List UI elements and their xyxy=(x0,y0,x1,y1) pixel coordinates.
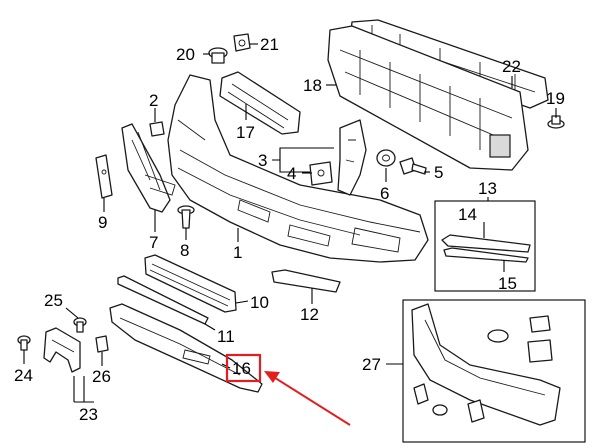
part-18-energy-absorber xyxy=(327,25,529,171)
part-7-side-bracket xyxy=(121,123,176,213)
callout-15: 15 xyxy=(498,274,517,293)
part-25-screw xyxy=(73,317,87,333)
callout-17: 17 xyxy=(236,123,255,142)
part-16-skid-plate xyxy=(109,303,263,393)
callout-6: 6 xyxy=(380,184,389,203)
callout-25: 25 xyxy=(44,291,63,310)
callout-7: 7 xyxy=(149,233,158,252)
callout-10: 10 xyxy=(250,293,269,312)
part-9-mounting-plate xyxy=(95,154,113,199)
part-14-trim-upper xyxy=(441,234,531,253)
part-24-bolt xyxy=(17,335,31,351)
callout-12: 12 xyxy=(300,305,319,324)
highlight-arrow-head xyxy=(264,371,280,383)
callout-23: 23 xyxy=(79,405,98,424)
part-27-bolt xyxy=(413,383,429,405)
part-12-side-trim xyxy=(271,269,341,293)
part-26-clip xyxy=(95,335,109,353)
callout-5: 5 xyxy=(434,163,443,182)
part-27-clip-b xyxy=(527,339,553,363)
callout-26: 26 xyxy=(92,367,111,386)
callout-18: 18 xyxy=(303,76,322,95)
part-20-bolt xyxy=(208,47,228,64)
callout-3: 3 xyxy=(258,151,267,170)
part-21-clip-nut xyxy=(233,33,251,52)
part-8-push-pin xyxy=(177,205,195,229)
part-19-push-clip xyxy=(547,115,565,129)
callout-11: 11 xyxy=(217,327,235,346)
callout-8: 8 xyxy=(180,241,189,260)
part-2-clip xyxy=(149,121,165,137)
inset-13-box xyxy=(434,200,536,292)
part-17-plate-bracket xyxy=(219,71,301,135)
part-4-retainer xyxy=(309,161,333,186)
callout-14: 14 xyxy=(458,205,477,224)
part-27-skid-kit xyxy=(411,303,561,426)
callout-2: 2 xyxy=(149,91,158,110)
part-6-washer xyxy=(376,149,396,167)
part-27-bushing xyxy=(487,329,509,343)
part-27-clip-a xyxy=(529,315,551,333)
inset-27-box xyxy=(402,299,586,443)
part-10-lower-grille xyxy=(144,254,237,313)
part-27-screw xyxy=(432,404,448,416)
part-15-trim-lower xyxy=(443,247,529,263)
leader-lines xyxy=(23,43,557,403)
callout-1: 1 xyxy=(233,243,242,262)
callout-16: 16 xyxy=(232,359,251,378)
highlight-marker xyxy=(225,353,351,426)
part-5-bolt xyxy=(399,157,427,175)
callout-9: 9 xyxy=(98,213,107,232)
part-27-nut xyxy=(467,399,485,423)
callout-labels: 1 2 3 4 5 6 7 8 9 10 11 12 13 14 15 16 1… xyxy=(14,35,565,424)
part-3-bracket xyxy=(337,119,367,196)
part-23-bracket-assembly xyxy=(43,327,81,373)
callout-24: 24 xyxy=(14,366,33,385)
callout-13: 13 xyxy=(478,179,497,198)
callout-27: 27 xyxy=(362,355,381,374)
callout-19: 19 xyxy=(546,89,565,108)
callout-20: 20 xyxy=(176,45,195,64)
callout-21: 21 xyxy=(260,35,279,54)
callout-4: 4 xyxy=(287,164,296,183)
part-1-bumper-cover xyxy=(167,74,429,263)
highlight-box-part-16 xyxy=(225,353,262,383)
callout-22: 22 xyxy=(502,57,521,76)
part-11-lower-trim xyxy=(117,275,209,325)
highlight-arrow xyxy=(271,375,351,426)
